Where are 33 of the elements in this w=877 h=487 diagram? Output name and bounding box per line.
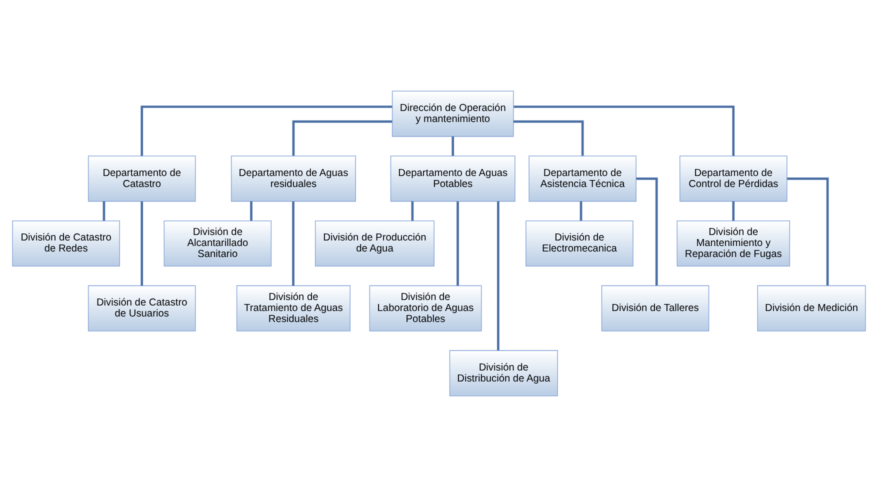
connector bbox=[456, 202, 458, 286]
node-box: División de Tratamiento de Aguas Residuales bbox=[236, 285, 350, 332]
node-box: División de Mantenimiento y Reparación de Fugas bbox=[676, 220, 790, 267]
node-box: Departamento de Catastro bbox=[87, 156, 196, 202]
node-box: División de Medición bbox=[756, 285, 866, 332]
connector bbox=[451, 136, 454, 156]
connector bbox=[292, 120, 392, 156]
node-box: División de Alcantarillado Sanitario bbox=[163, 220, 272, 267]
connector bbox=[250, 201, 252, 221]
node-box: División de Laboratorio de Aguas Potables bbox=[368, 285, 482, 332]
connector bbox=[513, 120, 584, 156]
connector bbox=[140, 202, 143, 286]
connector bbox=[410, 201, 414, 221]
node-box: División de Catastro de Redes bbox=[12, 220, 120, 267]
node-box: División de Electromecanica bbox=[525, 220, 633, 267]
connector bbox=[496, 201, 499, 350]
node-box: División de Distribución de Agua bbox=[448, 350, 558, 396]
connector bbox=[786, 177, 828, 286]
node-box: Departamento de Asistencia Técnica bbox=[528, 156, 636, 202]
connector bbox=[292, 202, 294, 286]
node-box: División de Catastro de Usuarios bbox=[87, 285, 196, 332]
connector bbox=[732, 201, 734, 221]
node-box: División de Talleres bbox=[600, 285, 709, 332]
node-box: Dirección de Operación y mantenimiento bbox=[391, 90, 514, 137]
connector bbox=[513, 106, 734, 156]
node-box: División de Producción de Agua bbox=[314, 220, 434, 267]
connector bbox=[140, 106, 392, 156]
connector bbox=[579, 201, 582, 221]
node-box: Departamento de Control de Pérdidas bbox=[678, 156, 787, 202]
connector bbox=[636, 177, 658, 286]
node-box: Departamento de Aguas Potables bbox=[390, 156, 515, 202]
node-box: Departamento de Aguas residuales bbox=[230, 156, 356, 202]
connector bbox=[102, 201, 105, 221]
